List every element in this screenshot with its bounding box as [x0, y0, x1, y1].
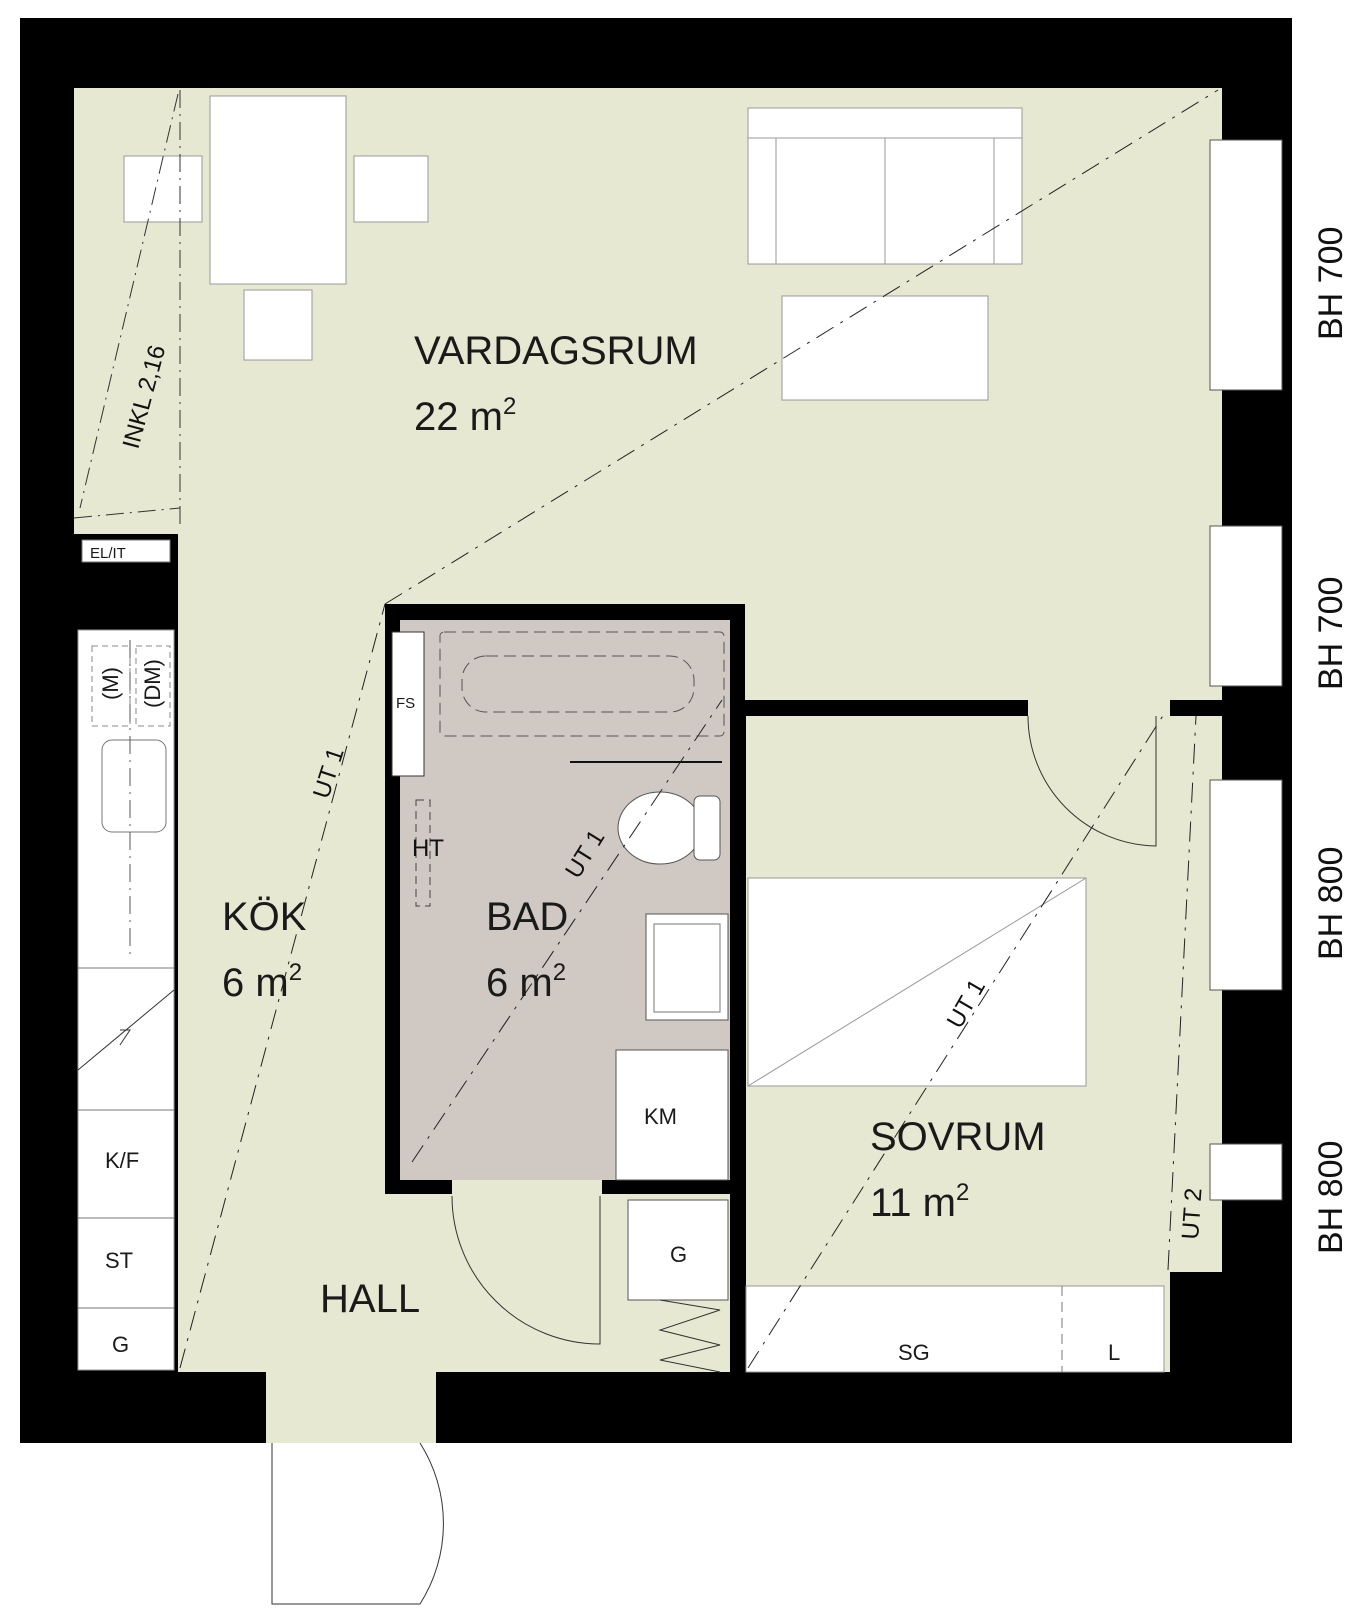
linen-label: L — [1108, 1340, 1120, 1365]
door-swing-icon — [451, 1195, 601, 1345]
ut-closet-label: UT 2 — [1177, 1187, 1208, 1240]
fs-label: FS — [396, 695, 415, 712]
wardrobe — [745, 1285, 1165, 1373]
coffee-table — [781, 295, 989, 401]
toilet-icon — [617, 791, 703, 865]
washer-box — [615, 1049, 729, 1181]
bedroom-wall-top — [744, 700, 1028, 716]
el-it-label: EL/IT — [90, 545, 126, 562]
stove-label: ST — [105, 1248, 133, 1273]
microwave-label: (M) — [98, 667, 123, 700]
hall-name: HALL — [320, 1277, 420, 1321]
hall-cabinet — [627, 1199, 729, 1301]
chair-icon — [243, 289, 313, 361]
table-icon — [209, 95, 347, 285]
bedroom-wall-left — [730, 700, 746, 1372]
chair-icon — [353, 155, 429, 223]
bedroom-wall-top-right — [1170, 700, 1222, 716]
sink-icon — [645, 913, 729, 1021]
wardrobe-label: SG — [898, 1340, 930, 1365]
door-swing-icon — [271, 1442, 444, 1605]
bath-name: BAD — [486, 895, 568, 939]
window-bank — [1209, 139, 1283, 1201]
entrance-opening — [266, 1372, 436, 1443]
bathroom-door-opening — [452, 1180, 602, 1196]
kitchen-name: KÖK — [222, 895, 307, 939]
door-swing-icon — [1027, 715, 1157, 847]
window-label-4: BH 800 — [1312, 1141, 1350, 1254]
window-label-3: BH 800 — [1312, 847, 1350, 960]
washer-label: KM — [644, 1104, 677, 1129]
bath-area: 6 m2 — [486, 959, 566, 1005]
hall-cabinet-label: G — [670, 1242, 687, 1267]
ht-label: HT — [412, 835, 444, 862]
living-room-area: 22 m2 — [414, 393, 516, 439]
kitchen-cabinet-label: G — [112, 1332, 129, 1357]
window-label-1: BH 700 — [1312, 227, 1350, 340]
bedroom-name: SOVRUM — [870, 1115, 1046, 1159]
window-label-2: BH 700 — [1312, 577, 1350, 690]
bedroom-area: 11 m2 — [870, 1179, 969, 1225]
bathtub-icon — [439, 631, 725, 737]
dishwasher-label: (DM) — [140, 659, 165, 708]
sink-icon — [101, 739, 167, 833]
kitchen-area: 6 m2 — [222, 959, 302, 1005]
fridge-freezer-label: K/F — [105, 1148, 139, 1173]
chair-icon — [123, 155, 203, 223]
closet-wall — [1170, 1272, 1222, 1372]
living-room-name: VARDAGSRUM — [414, 329, 698, 373]
